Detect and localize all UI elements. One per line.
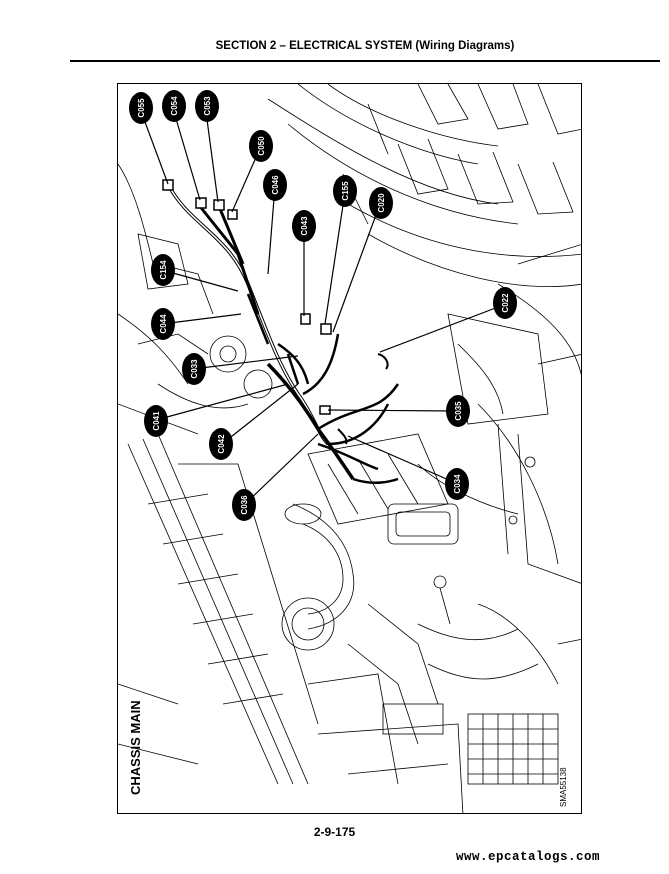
connector-callout: C053: [195, 90, 219, 122]
connector-callout: C043: [292, 210, 316, 242]
header-rule: [70, 60, 660, 62]
wiring-diagram-figure: C055 C054 C053 C050 C046 C155 C020 C043 …: [117, 83, 582, 814]
connector-label: C154: [159, 260, 168, 280]
diagram-side-title: CHASSIS MAIN: [128, 700, 143, 795]
connector-callout: C034: [445, 468, 469, 500]
connector-label: C054: [170, 96, 179, 116]
connector-label: C044: [159, 314, 168, 334]
connector-label: C042: [217, 434, 226, 454]
connector-label: C035: [454, 401, 463, 421]
wiring-diagram-drawing: C055 C054 C053 C050 C046 C155 C020 C043 …: [118, 84, 581, 813]
connector-label: C036: [240, 495, 249, 515]
connector-callout: C154: [151, 254, 175, 286]
connector-callout: C054: [162, 90, 186, 122]
leader-lines: [144, 111, 507, 506]
connector-label: C053: [203, 96, 212, 116]
connector-callout: C055: [129, 92, 153, 124]
connector-label: C034: [453, 474, 462, 494]
watermark: www.epcatalogs.com: [456, 850, 601, 864]
connector-label: C041: [152, 411, 161, 431]
connector-callout: C033: [182, 353, 206, 385]
connector-callout: C050: [249, 130, 273, 162]
figure-code: SMA55138: [559, 767, 568, 807]
connector-callout: C044: [151, 308, 175, 340]
connector-label: C046: [271, 175, 280, 195]
connector-callouts: C055 C054 C053 C050 C046 C155 C020 C043 …: [129, 90, 517, 521]
connector-callout: C020: [369, 187, 393, 219]
connector-callout: C022: [493, 287, 517, 319]
wire-harness: [162, 179, 400, 484]
connector-label: C043: [300, 216, 309, 236]
connector-label: C055: [137, 98, 146, 118]
connector-callout: C041: [144, 405, 168, 437]
connector-label: C033: [190, 359, 199, 379]
connector-callout: C035: [446, 395, 470, 427]
connector-callout: C046: [263, 169, 287, 201]
tractor-background-lines: [118, 84, 581, 813]
connector-label: C020: [377, 193, 386, 213]
connector-callout: C155: [333, 175, 357, 207]
connector-callout: C036: [232, 489, 256, 521]
connector-label: C155: [341, 181, 350, 201]
section-title: SECTION 2 – ELECTRICAL SYSTEM (Wiring Di…: [215, 40, 515, 52]
connector-callout: C042: [209, 428, 233, 460]
connector-label: C050: [257, 136, 266, 156]
connector-label: C022: [501, 293, 510, 313]
page-number: 2-9-175: [313, 825, 356, 839]
